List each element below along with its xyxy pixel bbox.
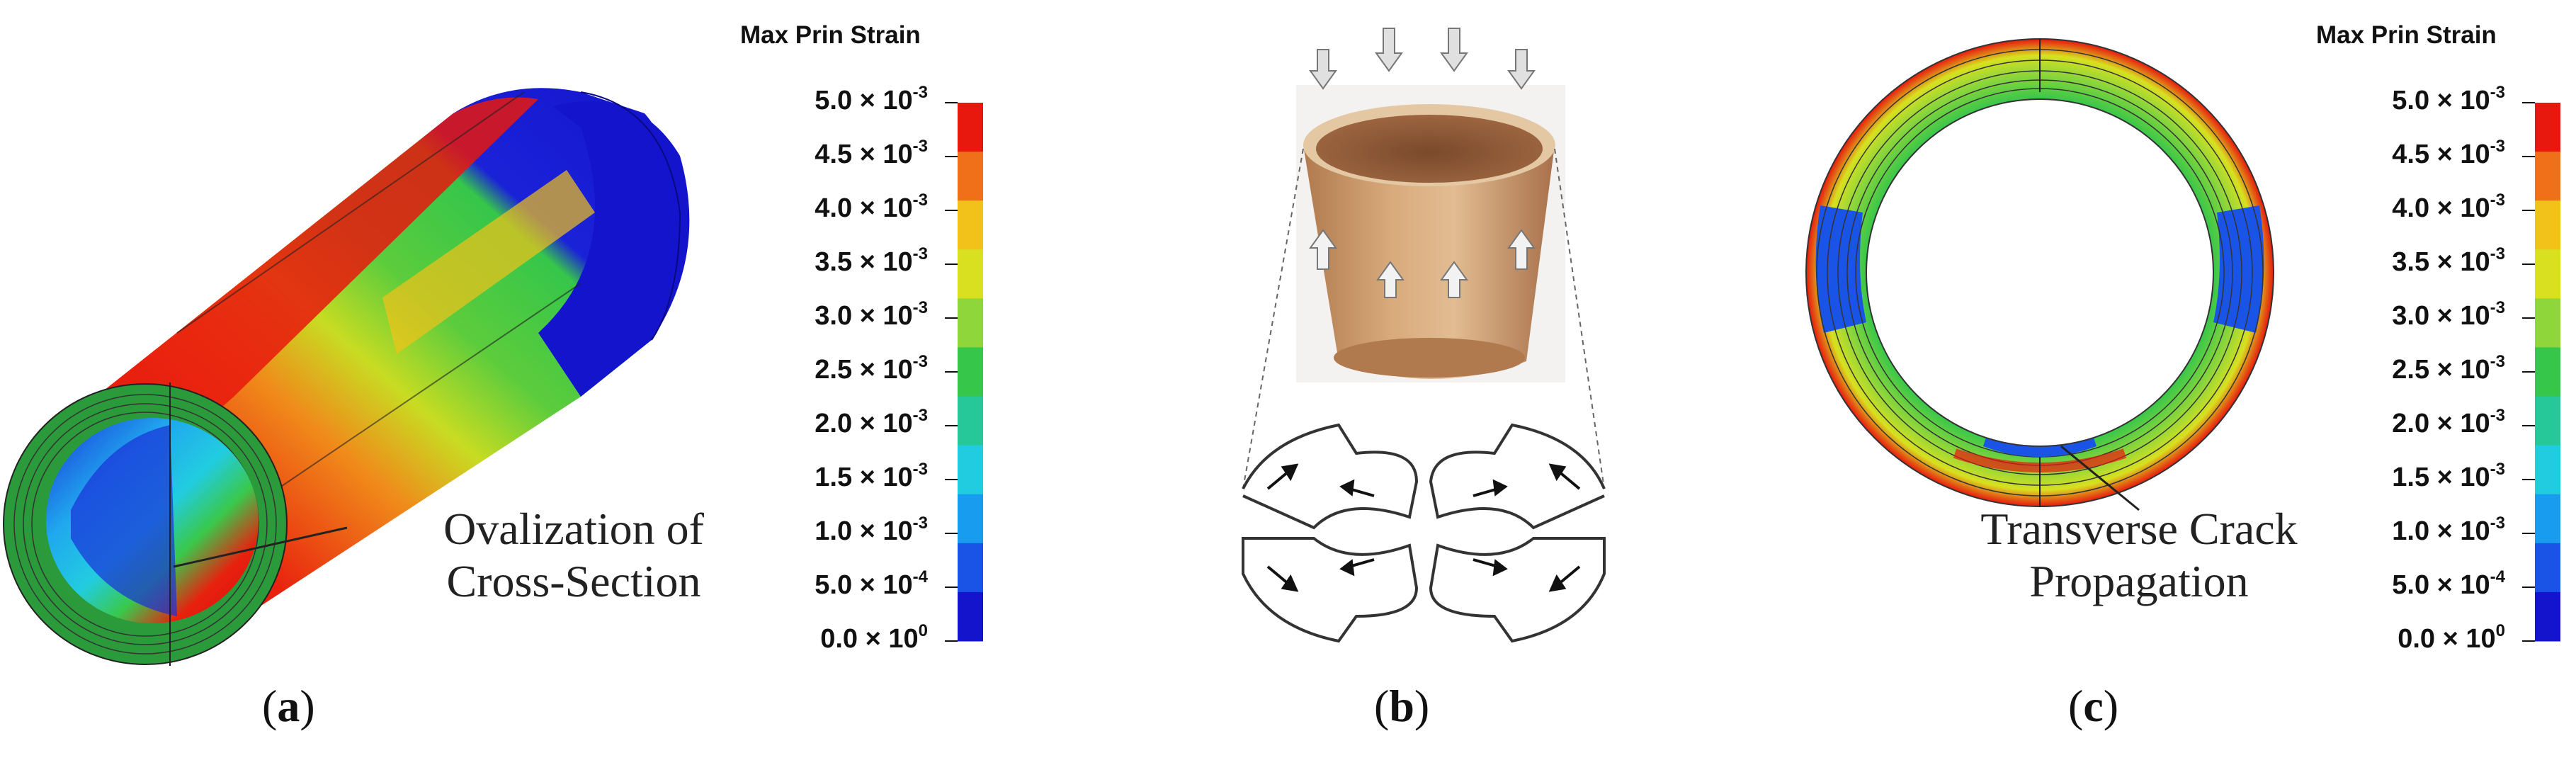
colorbar-segment	[958, 543, 983, 593]
panel-label-a: (a)	[262, 681, 315, 731]
colorbar-segment	[958, 200, 983, 250]
colorbar-segment	[958, 103, 983, 152]
colorbar-segment	[2535, 494, 2560, 544]
colorbar-segment	[2535, 298, 2560, 348]
annotation-line2: Cross-Section	[446, 556, 701, 606]
colorbar-tick-label: 5.0 × 10-4	[815, 567, 928, 600]
colorbar-tick-label: 1.5 × 10-3	[815, 460, 928, 492]
colorbar-tick-label: 3.5 × 10-3	[2392, 244, 2505, 277]
ring-blue-left	[1815, 205, 1866, 333]
annotation-leader-a	[173, 526, 348, 568]
colorbar-tick-label: 0.0 × 100	[820, 621, 928, 654]
tube-strain-contour	[3, 88, 690, 666]
colorbar-segment	[958, 152, 983, 201]
colorbar-segment	[958, 347, 983, 397]
load-arrows-top	[1309, 28, 1536, 90]
bamboo-schematic	[1242, 28, 1606, 643]
colorbar-segment	[2535, 543, 2560, 593]
colorbar-tick-label: 0.0 × 100	[2398, 621, 2505, 654]
colorbar-segment	[2535, 347, 2560, 397]
colorbar-segment	[958, 494, 983, 544]
annotation-crack: Transverse Crack Propagation	[1948, 503, 2330, 608]
colorbar-title: Max Prin Strain	[2316, 21, 2497, 49]
panel-label-b: (b)	[1374, 681, 1430, 731]
tube-yellow-band	[382, 170, 595, 354]
annotation-line1: Transverse Crack	[1980, 504, 2298, 554]
colorbar-segment	[958, 591, 983, 642]
colorbar-tick-label: 2.0 × 10-3	[815, 406, 928, 438]
colorbar-tick-label: 2.5 × 10-3	[2392, 352, 2505, 385]
colorbar-tick-label: 3.0 × 10-3	[815, 298, 928, 331]
colorbar-tick-label: 5.0 × 10-4	[2392, 567, 2505, 600]
colorbar-segment	[2535, 152, 2560, 201]
colorbar-segment	[958, 298, 983, 348]
colorbar-segment	[2535, 396, 2560, 446]
ring-section-diagram	[1242, 423, 1606, 643]
colorbar-segment	[958, 249, 983, 299]
annotation-leader-c	[2060, 445, 2140, 511]
colorbar-tick-label: 5.0 × 10-3	[2392, 83, 2505, 115]
colorbar-title: Max Prin Strain	[740, 21, 921, 49]
colorbar-segment	[958, 445, 983, 495]
load-arrows-bottom	[1309, 229, 1536, 298]
colorbar-tick-label: 4.0 × 10-3	[815, 191, 928, 223]
panel-label-c: (c)	[2068, 681, 2119, 731]
colorbar-segment	[2535, 445, 2560, 495]
annotation-ovalization: Ovalization of Cross-Section	[404, 503, 744, 608]
panel-c: Transverse Crack Propagation Max Prin St…	[1771, 0, 2576, 765]
colorbar-segment	[958, 396, 983, 446]
colorbar-tick-label: 1.0 × 10-3	[2392, 514, 2505, 546]
tube-far-end	[538, 101, 690, 397]
colorbar-segment	[2535, 249, 2560, 299]
colorbar-tick-label: 2.5 × 10-3	[815, 352, 928, 385]
colorbar-segment	[2535, 591, 2560, 642]
colorbar-c	[2522, 102, 2560, 642]
colorbar-tick-label: 5.0 × 10-3	[815, 83, 928, 115]
colorbar-tick-label: 4.5 × 10-3	[815, 137, 928, 169]
ring-inner-hole	[1866, 98, 2214, 447]
colorbar-segment	[2535, 103, 2560, 152]
colorbar-a	[945, 102, 983, 642]
annotation-line1: Ovalization of	[443, 504, 704, 554]
colorbar-tick-label: 3.0 × 10-3	[2392, 298, 2505, 331]
colorbar-tick-label: 1.5 × 10-3	[2392, 460, 2505, 492]
colorbar-tick-label: 3.5 × 10-3	[815, 244, 928, 277]
colorbar-tick-label: 4.0 × 10-3	[2392, 191, 2505, 223]
colorbar-tick-label: 2.0 × 10-3	[2392, 406, 2505, 438]
panel-a: Ovalization of Cross-Section Max Prin St…	[0, 0, 1006, 765]
annotation-line2: Propagation	[2029, 556, 2249, 606]
colorbar-tick-label: 4.5 × 10-3	[2392, 137, 2505, 169]
bamboo-cup	[1303, 145, 1555, 379]
colorbar-segment	[2535, 200, 2560, 250]
panel-b: (b)	[1204, 0, 1650, 765]
crack-arrows	[1266, 463, 1581, 592]
colorbar-tick-label: 1.0 × 10-3	[815, 514, 928, 546]
ring-blue-right	[2213, 205, 2264, 333]
ring-strain-contour	[1805, 38, 2274, 511]
